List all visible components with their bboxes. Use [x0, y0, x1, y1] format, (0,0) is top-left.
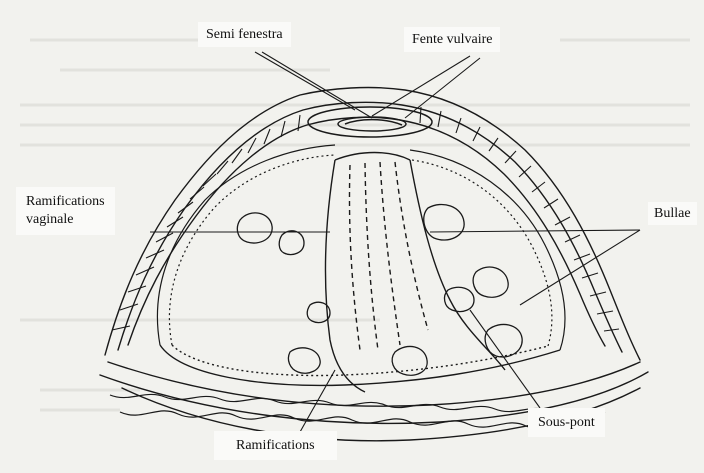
label-ramifications-vaginale: Ramifications vaginale: [16, 187, 115, 235]
label-ramifications-vaginale-line2: vaginale: [26, 211, 105, 229]
label-sous-pont: Sous-pont: [528, 408, 605, 437]
label-ramifications: Ramifications: [214, 431, 337, 460]
outer-cuticle-striae: [100, 88, 648, 441]
label-ramifications-vaginale-line1: Ramifications: [26, 193, 105, 211]
background-text-ghost: [20, 40, 690, 410]
bullae-blobs: [237, 204, 522, 375]
label-semi-fenestra: Semi fenestra: [198, 22, 291, 47]
inner-structures: [157, 145, 565, 392]
label-bullae: Bullae: [648, 202, 697, 225]
label-fente-vulvaire: Fente vulvaire: [404, 27, 500, 52]
arch-striation-ticks: [112, 107, 619, 331]
leader-lines: [150, 52, 640, 432]
